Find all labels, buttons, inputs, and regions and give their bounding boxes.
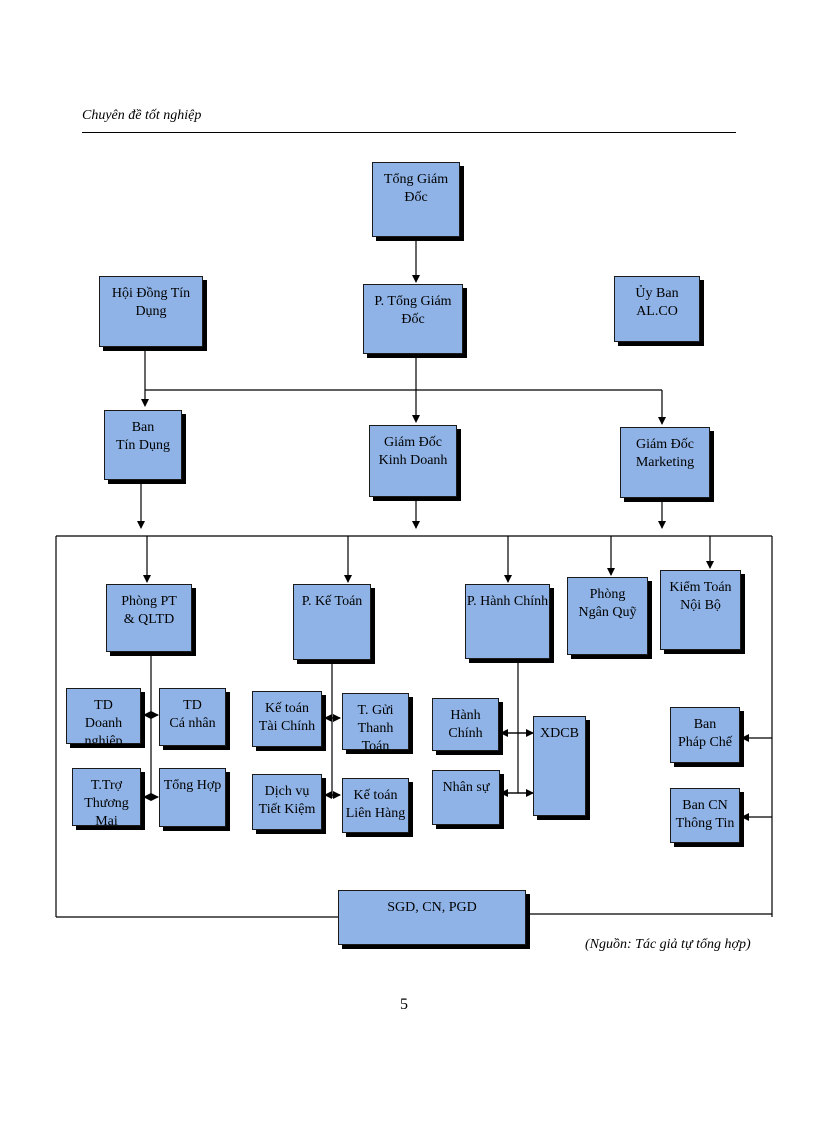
node-nhan-su: Nhân sự [432, 770, 500, 825]
node-tong-giam-doc: Tổng Giám Đốc [372, 162, 460, 237]
node-p-ke-toan: P. Kế Toán [293, 584, 371, 660]
page-number: 5 [400, 996, 408, 1013]
node-p-tong-giam-doc: P. Tổng Giám Đốc [363, 284, 463, 354]
node-xdcb: XDCB [533, 716, 586, 816]
node-phong-pt-qltd: Phòng PT& QLTD [106, 584, 192, 652]
node-sgd-cn-pgd: SGD, CN, PGD [338, 890, 526, 945]
node-p-hanh-chinh: P. Hành Chính [465, 584, 550, 659]
node-tong-hop: Tổng Hợp [159, 768, 226, 827]
node-uy-ban-alco: Ủy Ban AL.CO [614, 276, 700, 342]
document-header: Chuyên đề tốt nghiệp [82, 108, 202, 123]
header-rule [82, 132, 736, 133]
node-hoi-dong-tin-dung: Hội Đồng Tín Dụng [99, 276, 203, 347]
source-note: (Nguồn: Tác giả tự tổng hợp) [585, 937, 751, 952]
